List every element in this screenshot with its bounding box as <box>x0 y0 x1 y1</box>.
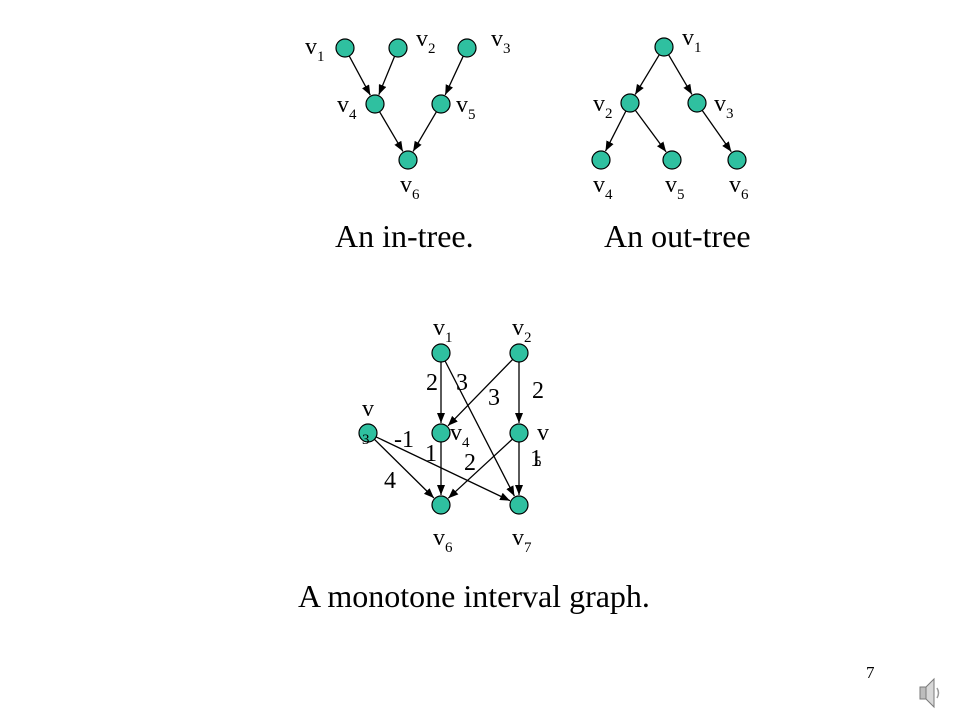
out-tree-edge-v2-v4 <box>604 110 627 152</box>
out-tree-node-v3 <box>687 93 707 113</box>
monotone-label-v7: v7 <box>512 525 532 556</box>
monotone-edge-v3-v7 <box>375 436 511 502</box>
monotone-node-v2 <box>509 343 529 363</box>
monotone-edge-v3-v6 <box>373 438 435 499</box>
monotone-node-v4 <box>431 423 451 443</box>
in-tree-graph: v1 v2 v3 v4 v5 v6 <box>305 26 511 203</box>
monotone-node-v1 <box>431 343 451 363</box>
in-tree-label-v2: v2 <box>416 26 436 57</box>
out-tree-node-v6 <box>727 150 747 170</box>
in-tree-node-v1 <box>335 38 355 58</box>
in-tree-node-v2 <box>388 38 408 58</box>
out-tree-label-v4: v4 <box>593 172 613 203</box>
out-tree-label-v6: v6 <box>729 172 749 203</box>
monotone-label-v3-sub: 3 <box>362 432 370 448</box>
monotone-weight-v1-v7: 3 <box>456 370 468 396</box>
monotone-edge-v1-v7 <box>444 360 515 497</box>
monotone-caption: A monotone interval graph. <box>298 578 650 614</box>
monotone-edge-v5-v6 <box>447 438 513 499</box>
monotone-label-v2: v2 <box>512 315 532 346</box>
monotone-label-v3-base: v <box>362 396 374 422</box>
monotone-edge-v2-v4 <box>447 358 514 427</box>
in-tree-label-v1: v1 <box>305 34 325 65</box>
in-tree-node-v5 <box>431 94 451 114</box>
in-tree-label-v4: v4 <box>337 92 357 123</box>
in-tree-edge-v3-v5 <box>444 55 464 96</box>
out-tree-edge-v1-v3 <box>668 54 693 95</box>
out-tree-edge-v3-v6 <box>701 110 732 153</box>
page-number: 7 <box>866 663 875 682</box>
monotone-node-v7 <box>509 495 529 515</box>
in-tree-caption: An in-tree. <box>335 218 474 254</box>
out-tree-label-v2: v2 <box>593 91 613 122</box>
out-tree-label-v5: v5 <box>665 172 685 203</box>
out-tree-graph: v1 v2 v3 v4 v5 v6 <box>591 25 749 203</box>
monotone-weight-v2-v4: 3 <box>488 385 500 411</box>
in-tree-node-v4 <box>365 94 385 114</box>
out-tree-caption: An out-tree <box>604 218 751 254</box>
monotone-weight-v4-v6: 1 <box>425 441 437 467</box>
monotone-node-v6 <box>431 495 451 515</box>
monotone-node-v3 <box>358 423 378 443</box>
monotone-label-v5-sub: 5 <box>534 454 542 470</box>
in-tree-label-v5: v5 <box>456 92 476 123</box>
in-tree-label-v3: v3 <box>491 26 511 57</box>
out-tree-node-v4 <box>591 150 611 170</box>
in-tree-node-v6 <box>398 150 418 170</box>
speaker-icon[interactable] <box>918 676 944 710</box>
monotone-weight-v5-v7: 1 <box>530 446 542 472</box>
monotone-label-v1: v1 <box>433 315 453 346</box>
in-tree-edge-v5-v6 <box>412 111 437 152</box>
monotone-weight-v3-v6: 4 <box>384 468 396 494</box>
monotone-weight-v5-v6: 2 <box>464 450 476 476</box>
out-tree-node-v2 <box>620 93 640 113</box>
in-tree-label-v6: v6 <box>400 172 420 203</box>
out-tree-edge-v2-v5 <box>634 109 667 153</box>
in-tree-edge-v4-v6 <box>379 111 404 152</box>
in-tree-node-v3 <box>457 38 477 58</box>
out-tree-node-v1 <box>654 37 674 57</box>
monotone-label-v4: v4 <box>450 420 470 451</box>
out-tree-edge-v1-v2 <box>634 54 660 95</box>
out-tree-label-v1: v1 <box>682 25 702 56</box>
in-tree-edge-v1-v4 <box>348 55 371 96</box>
out-tree-label-v3: v3 <box>714 91 734 122</box>
monotone-label-v5-base: v <box>537 420 549 446</box>
monotone-weight-v2-v5: 2 <box>532 378 544 404</box>
monotone-node-v5 <box>509 423 529 443</box>
monotone-label-v6: v6 <box>433 525 453 556</box>
out-tree-node-v5 <box>662 150 682 170</box>
in-tree-edge-v2-v4 <box>378 56 396 95</box>
monotone-weight-v3-v7: -1 <box>394 427 414 453</box>
monotone-weight-v1-v4: 2 <box>426 370 438 396</box>
